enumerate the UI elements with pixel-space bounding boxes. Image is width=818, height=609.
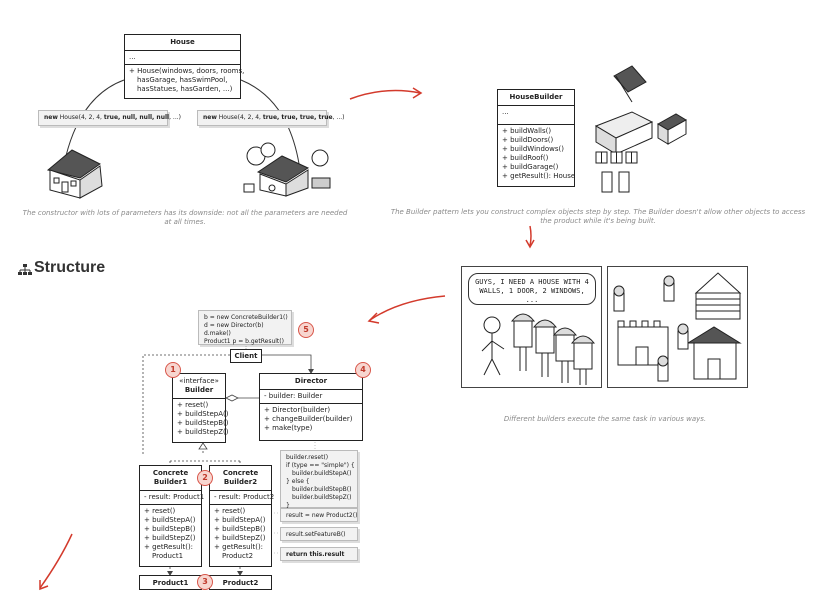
- method-line: + buildRoof(): [502, 154, 549, 162]
- house-class-name: House: [125, 35, 240, 51]
- method-line: hasGarage, hasSwimPool,: [137, 76, 228, 84]
- client-box: Client: [230, 349, 262, 363]
- director-name: Director: [260, 374, 362, 390]
- cb2-stepb-note: result.setFeatureB(): [280, 527, 358, 541]
- builders-illustration: [481, 313, 596, 385]
- concrete-builder2-fields: - result: Product2: [210, 491, 274, 505]
- method-line: + buildDoors(): [502, 136, 554, 144]
- badge-4: 4: [355, 362, 371, 378]
- structure-heading: Structure: [34, 259, 106, 276]
- method-line: + buildWindows(): [502, 145, 565, 153]
- concrete-builder1-methods: + reset() + buildStepA() + buildStepB() …: [144, 507, 196, 560]
- method-line: + House(windows, doors, rooms,: [129, 67, 245, 75]
- concrete-builder1-fields: - result: Product1: [140, 491, 204, 505]
- concrete-builder2-methods: + reset() + buildStepA() + buildStepB() …: [214, 507, 266, 560]
- comic-panel-left: GUYS, I NEED A HOUSE WITH 4 WALLS, 1 DOO…: [461, 266, 602, 388]
- cb2-getresult-note: return this.result: [280, 547, 358, 561]
- method-line: hasStatues, hasGarden, ...): [137, 85, 233, 93]
- house-parts-illustration: [594, 65, 687, 193]
- house-builder-class-box: HouseBuilder ... + buildWalls() + buildD…: [497, 89, 575, 187]
- client-code-note: b = new ConcreteBuilder1() d = new Direc…: [198, 310, 292, 345]
- constructor-caption: The constructor with lots of parameters …: [22, 209, 348, 226]
- simple-house-illustration: [46, 149, 103, 199]
- builder-interface-header: «interface» Builder: [173, 374, 225, 399]
- constructor-note-right: new House(4, 2, 4, true, true, true, tru…: [197, 110, 345, 126]
- house-builder-methods: + buildWalls() + buildDoors() + buildWin…: [498, 125, 576, 183]
- builder-caption: The Builder pattern lets you construct c…: [390, 208, 806, 225]
- method-line: + getResult(): House: [502, 172, 576, 180]
- director-box: Director - builder: Builder + Director(b…: [259, 373, 363, 441]
- badge-3: 3: [197, 574, 213, 590]
- house-class-fields: ...: [125, 51, 240, 65]
- house-builder-class-name: HouseBuilder: [498, 90, 574, 106]
- builder-interface-methods: + reset() + buildStepA() + buildStepB() …: [177, 401, 229, 436]
- house-class-methods: + House(windows, doors, rooms, hasGarage…: [125, 65, 245, 96]
- concrete-builder1-name: Concrete Builder1: [140, 466, 201, 491]
- cb2-reset-note: result = new Product2(): [280, 508, 358, 522]
- method-line: + buildWalls(): [502, 127, 552, 135]
- client-name: Client: [234, 352, 258, 360]
- badge-5: 5: [298, 322, 314, 338]
- comic-panel-right: [607, 266, 748, 388]
- method-line: + buildGarage(): [502, 163, 559, 171]
- director-methods: + Director(builder) + changeBuilder(buil…: [264, 406, 353, 432]
- badge-1: 1: [165, 362, 181, 378]
- badge-2: 2: [197, 470, 213, 486]
- house-class-box: House ... + House(windows, doors, rooms,…: [124, 34, 245, 99]
- director-fields: - builder: Builder: [260, 390, 362, 404]
- fancy-house-illustration: [243, 142, 331, 197]
- product1-name: Product1: [152, 579, 189, 587]
- product2-name: Product2: [222, 579, 259, 587]
- houses-built-illustration: [613, 272, 742, 382]
- constructor-note-left: new House(4, 2, 4, true, null, null, nul…: [38, 110, 181, 126]
- client-speech-bubble: GUYS, I NEED A HOUSE WITH 4 WALLS, 1 DOO…: [468, 273, 596, 305]
- director-make-note: builder.reset() if (type == "simple") { …: [280, 450, 358, 509]
- builder-interface-box: «interface» Builder + reset() + buildSte…: [172, 373, 229, 443]
- stereotype-label: «interface»: [179, 377, 219, 385]
- concrete-builder2-name: Concrete Builder2: [210, 466, 271, 491]
- comic-caption: Different builders execute the same task…: [503, 415, 707, 423]
- product1-box: Product1: [139, 575, 202, 590]
- house-builder-fields: ...: [498, 106, 574, 125]
- concrete-builder1-box: Concrete Builder1 - result: Product1 + r…: [139, 465, 204, 567]
- sitemap-icon: [18, 264, 32, 275]
- concrete-builder2-box: Concrete Builder2 - result: Product2 + r…: [209, 465, 274, 567]
- builder-interface-name: Builder: [184, 386, 214, 394]
